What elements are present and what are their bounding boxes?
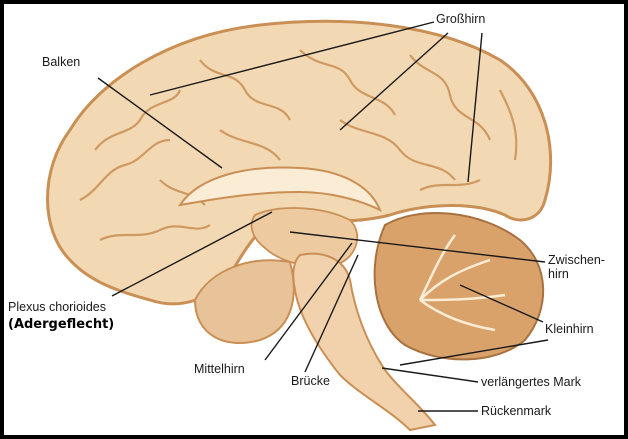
leader-zwischenhirn bbox=[289, 231, 546, 263]
corpus-callosum bbox=[177, 166, 382, 213]
label-mittelhirn: Mittelhirn bbox=[194, 362, 245, 376]
label-plexus-chorioides: Plexus chorioides bbox=[8, 300, 106, 314]
label-bruecke: Brücke bbox=[291, 374, 330, 388]
leader-verlaengertes-mark bbox=[381, 367, 479, 383]
label-kleinhirn: Kleinhirn bbox=[545, 322, 594, 336]
leader-mittelhirn bbox=[264, 242, 353, 361]
temporal-lobe bbox=[193, 259, 295, 345]
leader-balken bbox=[97, 77, 223, 169]
leader-bruecke bbox=[304, 254, 359, 373]
arbor-vitae bbox=[418, 234, 506, 332]
leader-plexus bbox=[111, 211, 273, 297]
label-zwischenhirn-line1: Zwischen- bbox=[548, 253, 605, 267]
leader-kleinhirn-1 bbox=[459, 284, 544, 323]
label-balken: Balken bbox=[42, 55, 81, 69]
leader-kleinhirn-2 bbox=[399, 339, 549, 366]
label-rueckenmark: Rückenmark bbox=[481, 404, 552, 418]
label-zwischenhirn: Zwischen- hirn bbox=[548, 253, 605, 281]
label-grosshirn: Großhirn bbox=[436, 12, 486, 26]
leader-lines bbox=[97, 21, 549, 412]
label-verlaengertes-mark: verlängertes Mark bbox=[481, 375, 582, 389]
label-adergeflecht: (Adergeflecht) bbox=[8, 317, 115, 332]
brainstem bbox=[292, 252, 437, 432]
leader-grosshirn-2 bbox=[339, 32, 449, 131]
leader-grosshirn-3 bbox=[467, 32, 483, 183]
leader-grosshirn-1 bbox=[149, 21, 435, 96]
cerebellum bbox=[373, 212, 545, 361]
label-zwischenhirn-line2: hirn bbox=[548, 267, 569, 281]
